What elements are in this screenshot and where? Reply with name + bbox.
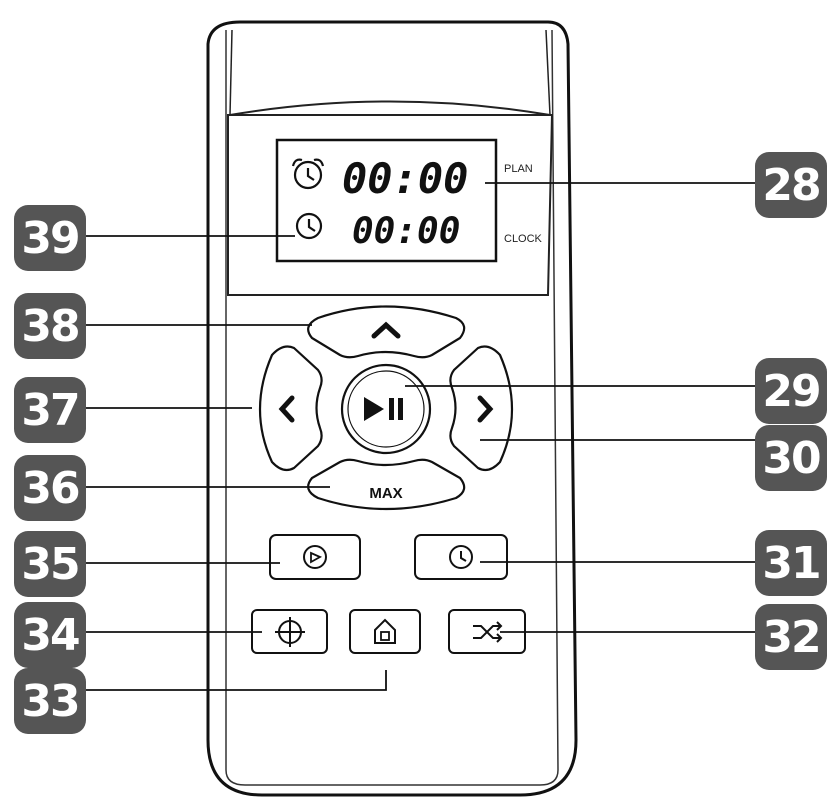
play-pause-button[interactable] bbox=[340, 363, 432, 455]
callout-37: 37 bbox=[14, 377, 86, 443]
callout-30: 30 bbox=[755, 425, 827, 491]
chevron-right-icon bbox=[477, 395, 494, 423]
left-button[interactable] bbox=[258, 345, 323, 472]
remote-top-band bbox=[229, 100, 551, 116]
chevron-up-icon bbox=[371, 321, 401, 339]
callout-33: 33 bbox=[14, 668, 86, 734]
plan-time: 00:00 bbox=[342, 154, 468, 203]
callout-38: 38 bbox=[14, 293, 86, 359]
chevron-left-icon bbox=[278, 395, 295, 423]
play-pause-icon bbox=[364, 397, 403, 421]
callout-28: 28 bbox=[755, 152, 827, 218]
callout-31: 31 bbox=[755, 530, 827, 596]
clock-icon bbox=[295, 212, 323, 240]
callout-36: 36 bbox=[14, 455, 86, 521]
callout-29: 29 bbox=[755, 358, 827, 424]
schedule-button[interactable] bbox=[414, 534, 508, 580]
callout-34: 34 bbox=[14, 602, 86, 668]
callout-32: 32 bbox=[755, 604, 827, 670]
alarm-clock-icon bbox=[291, 158, 325, 190]
clock-label: CLOCK bbox=[504, 233, 543, 245]
lcd-screen bbox=[275, 138, 498, 263]
max-button[interactable]: MAX bbox=[307, 458, 466, 511]
display-frame bbox=[227, 114, 554, 296]
spot-clean-icon bbox=[303, 545, 327, 569]
callout-35: 35 bbox=[14, 531, 86, 597]
clock-icon bbox=[449, 545, 473, 569]
spot-clean-button[interactable] bbox=[269, 534, 361, 580]
max-label: MAX bbox=[369, 485, 402, 502]
callout-39: 39 bbox=[14, 205, 86, 271]
up-button[interactable] bbox=[307, 305, 466, 359]
shuffle-icon bbox=[473, 621, 503, 643]
target-button[interactable] bbox=[251, 609, 328, 654]
home-icon bbox=[374, 618, 396, 644]
home-button[interactable] bbox=[349, 609, 421, 654]
leader-lines bbox=[86, 182, 762, 691]
right-button[interactable] bbox=[449, 345, 514, 472]
clock-time: 00:00 bbox=[352, 211, 460, 252]
crosshair-icon bbox=[275, 617, 305, 647]
remote-inner-edge bbox=[225, 29, 559, 786]
plan-label: PLAN bbox=[504, 163, 533, 175]
